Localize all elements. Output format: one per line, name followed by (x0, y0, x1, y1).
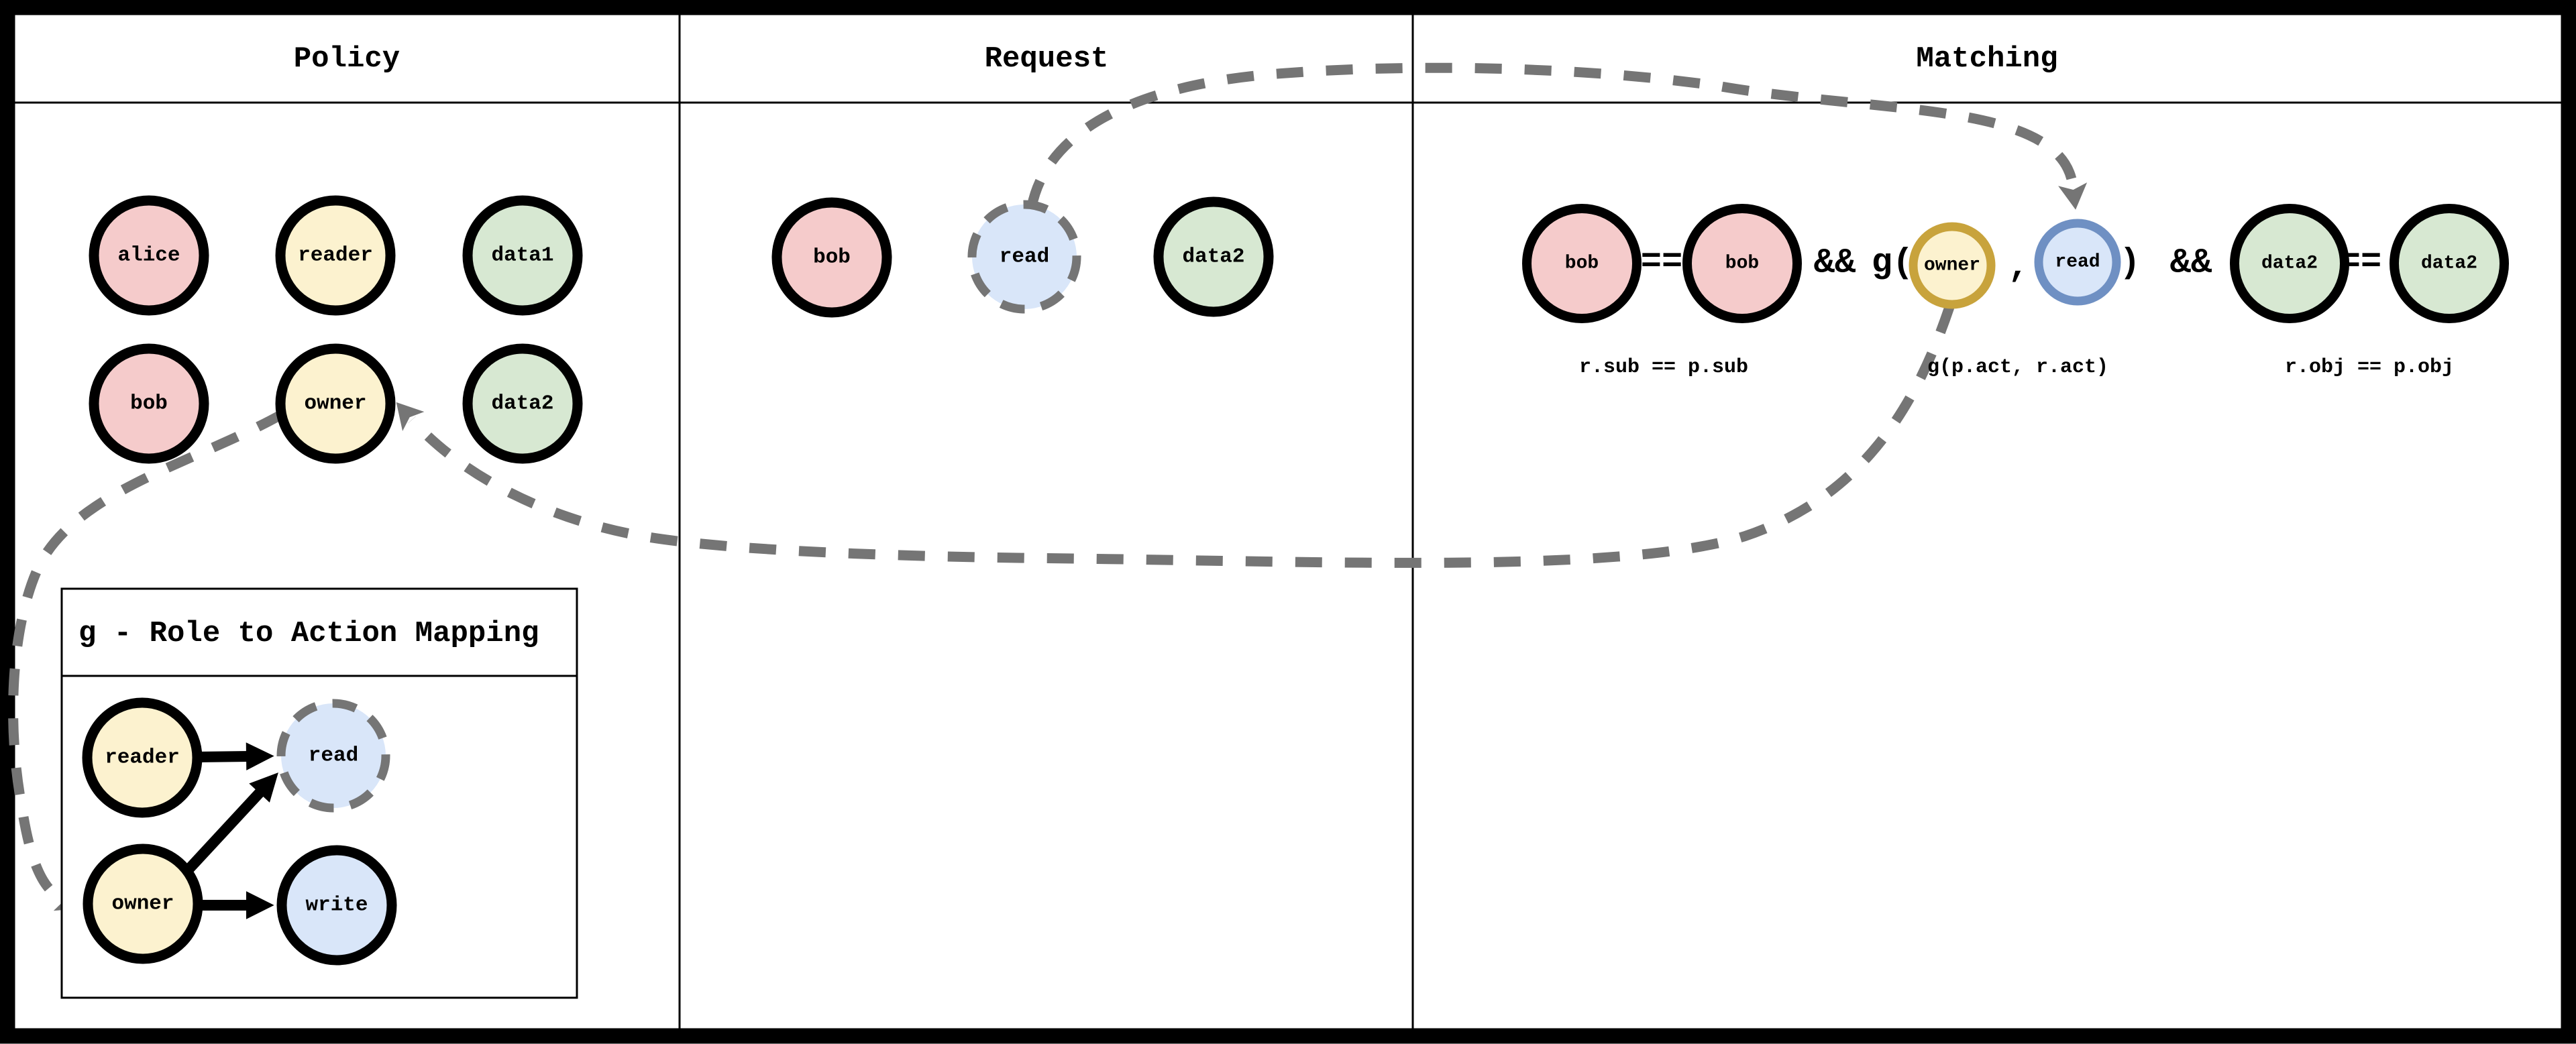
gbox-node-write: write (276, 845, 397, 966)
matching-eq2-operator: == (2340, 243, 2381, 282)
request-read-label: read (1000, 245, 1049, 269)
caption-sub-match: r.sub == p.sub (1579, 356, 1748, 379)
matching-p-sub-label: bob (1725, 253, 1759, 274)
policy-panel-title: Policy (294, 42, 400, 76)
request-read-dashed-ring (967, 200, 1081, 314)
gbox-node-reader: reader (82, 697, 203, 818)
matching-node-r-sub: bob (1522, 204, 1642, 323)
matching-and1-operator: && (1814, 243, 1856, 283)
gbox-read-dashed-ring (276, 699, 390, 813)
matching-comma: , (2008, 247, 2029, 287)
request-data2-label: data2 (1182, 245, 1244, 269)
gbox-reader-label: reader (105, 746, 180, 770)
matching-g-open: g( (1872, 243, 1913, 283)
bob-node-label: bob (130, 392, 168, 416)
caption-obj-match: r.obj == p.obj (2285, 356, 2454, 379)
gbox-read-label: read (309, 744, 358, 768)
request-node-data2: data2 (1153, 196, 1274, 317)
matching-p-act-label: owner (1924, 255, 1980, 276)
matching-node-p-obj: data2 (2390, 204, 2509, 323)
matching-r-sub-label: bob (1565, 253, 1599, 274)
matching-node-r-obj: data2 (2230, 204, 2349, 323)
gbox-title: g - Role to Action Mapping (78, 617, 539, 650)
matching-g-close: ) (2119, 243, 2140, 283)
policy-node-owner: owner (275, 343, 396, 464)
alice-node-label: alice (117, 244, 180, 268)
policy-node-alice: alice (89, 195, 209, 316)
caption-act-match: g(p.act, r.act) (1927, 356, 2108, 379)
matching-r-act-label: read (2055, 252, 2100, 273)
matching-node-r-act: read (2034, 219, 2121, 306)
matching-panel-title: Matching (1916, 42, 2057, 76)
request-node-read: read (967, 200, 1081, 314)
data1-node-label: data1 (491, 244, 553, 268)
matching-eq1-operator: == (1641, 243, 1682, 282)
policy-node-bob: bob (89, 343, 209, 464)
gbox-write-label: write (305, 894, 368, 917)
gbox-node-owner: owner (83, 844, 203, 964)
request-panel-title: Request (985, 42, 1109, 76)
matching-node-p-sub: bob (1682, 204, 1802, 323)
matching-and2-operator: && (2170, 243, 2212, 283)
matching-r-obj-label: data2 (2261, 253, 2318, 274)
dashed-arrow-policy-owner-to-gbox-owner (8, 410, 284, 911)
arrow-owner-to-read (182, 772, 278, 876)
policy-node-data2: data2 (462, 343, 583, 464)
arrow-reader-to-read (197, 742, 274, 770)
matching-node-p-act: owner (1909, 222, 1996, 309)
policy-node-reader: reader (275, 195, 396, 316)
request-bob-label: bob (813, 246, 851, 270)
request-node-bob: bob (771, 197, 892, 318)
reader-node-label: reader (298, 244, 373, 268)
dashed-arrow-matching-owner-to-policy-owner (396, 305, 1955, 568)
matching-p-obj-label: data2 (2421, 253, 2477, 274)
policy-node-data1: data1 (462, 195, 583, 316)
gbox-owner-label: owner (111, 892, 174, 916)
data2-node-label: data2 (491, 392, 553, 416)
gbox-node-read: read (276, 699, 390, 813)
owner-node-label: owner (304, 392, 366, 416)
